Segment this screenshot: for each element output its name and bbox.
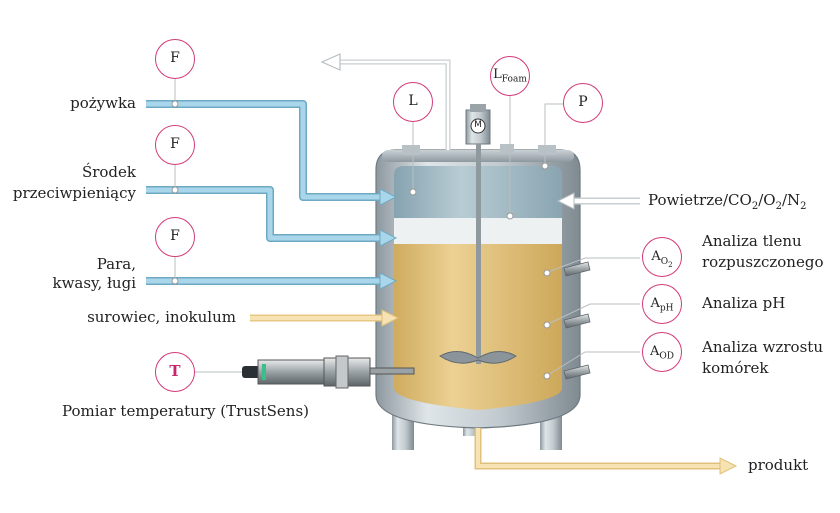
label-tlen-line2: rozpuszczonego	[702, 253, 824, 271]
signal-lines	[174, 79, 640, 376]
analyzer-od-sub: OD	[659, 351, 674, 362]
label-pomiar-temperatury: Pomiar temperatury (TrustSens)	[62, 402, 310, 420]
flow-indicator-nutrient: F	[155, 39, 195, 79]
temperature-indicator: T	[155, 352, 195, 392]
feed-arrow	[381, 309, 400, 327]
product-line	[474, 428, 720, 470]
label-srodek-line1: Środek	[81, 163, 136, 181]
gas-part-6: 2	[800, 201, 807, 212]
gas-arrow	[556, 192, 575, 210]
label-wzrost-line1: Analiza wzrostu	[702, 338, 823, 356]
foam-level-indicator: LFoam	[490, 56, 530, 96]
gas-part-4: 2	[775, 201, 782, 212]
blue-lines	[146, 100, 380, 285]
analyzer-ph: ApH	[642, 284, 682, 324]
motor	[465, 104, 491, 145]
level-text: L	[408, 93, 418, 109]
exhaust-arrow	[320, 53, 341, 71]
gas-part-5: /N	[781, 191, 801, 209]
pressure-text: P	[578, 94, 588, 110]
analyzer-oxygen-subsub: 2	[668, 260, 673, 269]
product-arrow	[719, 457, 738, 475]
label-para-line1: Para,	[96, 255, 136, 273]
label-srodek-line2: przeciwpieniący	[12, 184, 136, 202]
impeller	[439, 351, 517, 364]
analyzer-od: AOD	[642, 332, 682, 372]
flow-indicator-acid-base: F	[155, 217, 195, 257]
flow-nutrient-text: F	[170, 50, 180, 66]
label-pozywka: pożywka	[70, 94, 136, 112]
label-wzrost-line2: komórek	[702, 359, 769, 377]
pressure-indicator: P	[563, 83, 603, 123]
analyzer-oxygen-sub-o: O	[660, 256, 669, 267]
gas-part-1: Powietrze/CO	[648, 191, 752, 209]
analyzer-oxygen-base: A	[651, 249, 661, 264]
flow-indicator-antifoam: F	[155, 125, 195, 165]
temperature-text: T	[169, 362, 181, 380]
label-produkt: produkt	[748, 456, 809, 474]
analyzer-ph-base: A	[650, 296, 660, 311]
gas-part-2: 2	[751, 201, 759, 212]
label-para-line2: kwasy, ługi	[52, 274, 136, 292]
analyzer-ph-sub: pH	[659, 303, 674, 314]
label-tlen-line1: Analiza tlenu	[702, 232, 802, 250]
label-surowiec: surowiec, inokulum	[87, 308, 236, 326]
analyzer-oxygen-sub: O2	[660, 256, 673, 269]
label-gas-mix: Powietrze/CO2/O2/N2	[648, 191, 807, 216]
agitator-shaft	[476, 144, 481, 364]
flow-acid-base-text: F	[170, 228, 180, 244]
foam-level-sub: Foam	[501, 74, 527, 85]
flow-antifoam-text: F	[170, 136, 180, 152]
foam-level-base: L	[493, 67, 502, 82]
analyzer-od-base: A	[650, 344, 660, 359]
motor-label: M	[474, 120, 482, 130]
level-indicator: L	[393, 82, 433, 122]
trustsens-probe	[242, 355, 415, 389]
analyzer-oxygen: AO2	[642, 237, 682, 277]
gas-part-3: /O	[758, 191, 776, 209]
label-ph: Analiza pH	[702, 294, 786, 312]
